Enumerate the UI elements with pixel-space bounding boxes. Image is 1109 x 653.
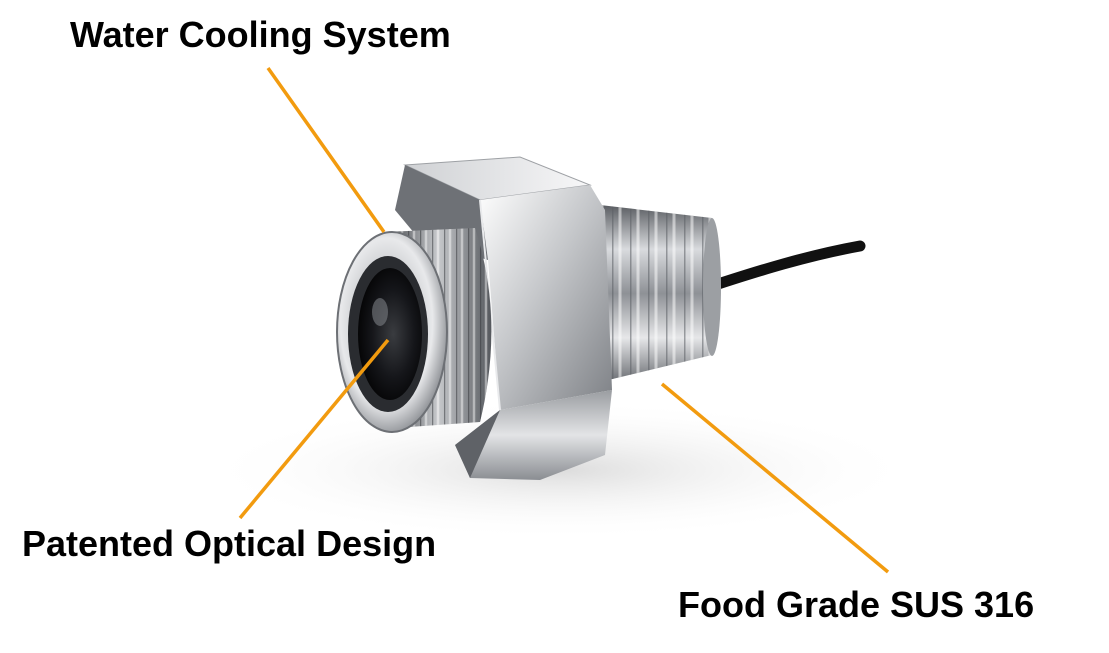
front-ring — [336, 231, 448, 433]
optical-lens — [358, 268, 422, 400]
leader-line-food-grade — [660, 382, 890, 574]
label-water-cooling: Water Cooling System — [70, 14, 451, 55]
label-food-grade: Food Grade SUS 316 — [678, 584, 1035, 625]
right-thread-section — [600, 205, 721, 382]
leader-line-water-cooling — [266, 66, 386, 234]
leader-line-optical-design — [238, 338, 390, 520]
label-optical-design: Patented Optical Design — [22, 523, 437, 564]
cable — [694, 240, 866, 296]
